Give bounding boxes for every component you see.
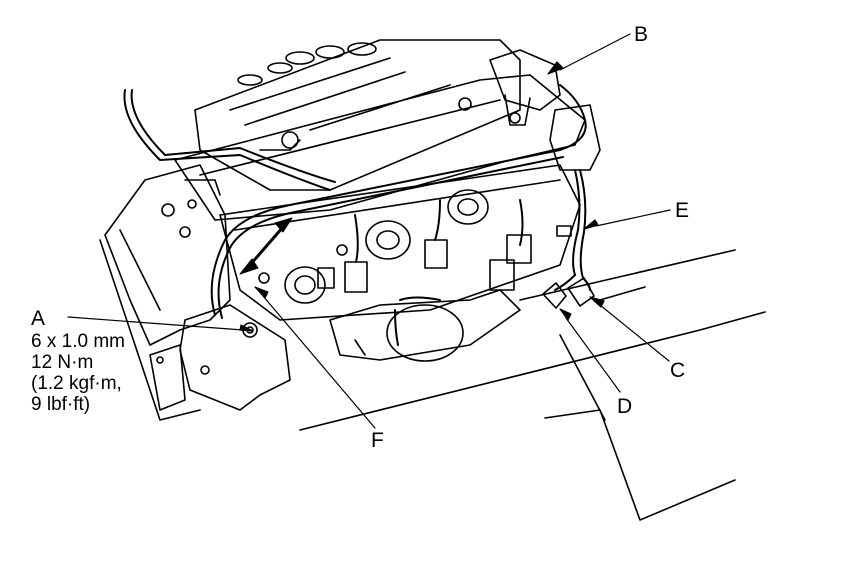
callout-label-e: E [675, 199, 690, 222]
torque-kgfm: (1.2 kgf·m, [31, 373, 122, 394]
movement-arrow-icon [239, 217, 293, 275]
engine-outline [99, 39, 766, 521]
callout-label-b: B [634, 23, 649, 46]
torque-lbfft: 9 lbf·ft) [31, 394, 91, 415]
connector-cd [542, 225, 595, 309]
callout-label-f: F [371, 429, 384, 452]
bolt-size: 6 x 1.0 mm [31, 331, 125, 352]
callout-label-d: D [617, 395, 633, 418]
torque-nm: 12 N·m [31, 352, 94, 373]
wiring-harness [123, 84, 591, 346]
callout-label-a: A [31, 307, 46, 330]
torque-spec: 6 x 1.0 mm 12 N·m (1.2 kgf·m, 9 lbf·ft) [31, 331, 125, 415]
callout-label-c: C [670, 359, 686, 382]
leader-lines [67, 33, 671, 429]
